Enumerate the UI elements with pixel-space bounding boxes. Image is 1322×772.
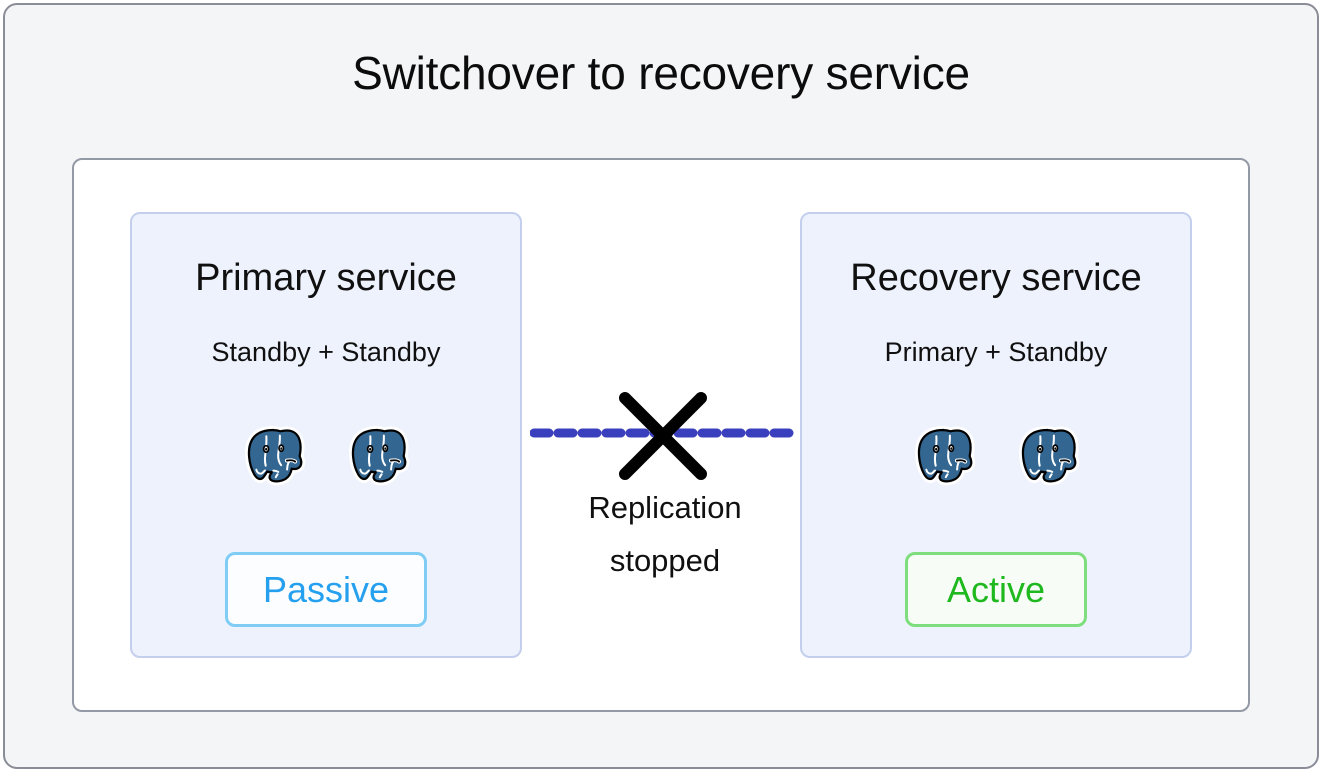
replication-broken-cross-icon	[619, 392, 707, 480]
status-badge[interactable]: Passive	[225, 552, 427, 627]
service-roles: Standby + Standby	[211, 337, 441, 367]
service-roles: Primary + Standby	[884, 337, 1108, 367]
postgresql-elephant-icon	[244, 426, 306, 486]
service-name: Primary service	[195, 257, 457, 299]
service-box-recovery[interactable]: Recovery service Primary + Standby	[800, 212, 1192, 658]
service-name: Recovery service	[850, 257, 1142, 299]
replication-status-label: Replication stopped	[535, 481, 795, 588]
service-box-primary[interactable]: Primary service Standby + Standby	[130, 212, 522, 658]
node-row	[802, 419, 1190, 493]
page-title: Switchover to recovery service	[352, 47, 970, 99]
replication-label-line-2: stopped	[609, 543, 721, 579]
postgresql-elephant-icon	[1018, 426, 1080, 486]
replication-label-line-1: Replication	[588, 490, 742, 525]
node-row	[132, 419, 520, 493]
postgresql-elephant-icon	[914, 426, 976, 486]
postgresql-elephant-icon	[348, 426, 410, 486]
status-badge[interactable]: Active	[905, 552, 1087, 627]
